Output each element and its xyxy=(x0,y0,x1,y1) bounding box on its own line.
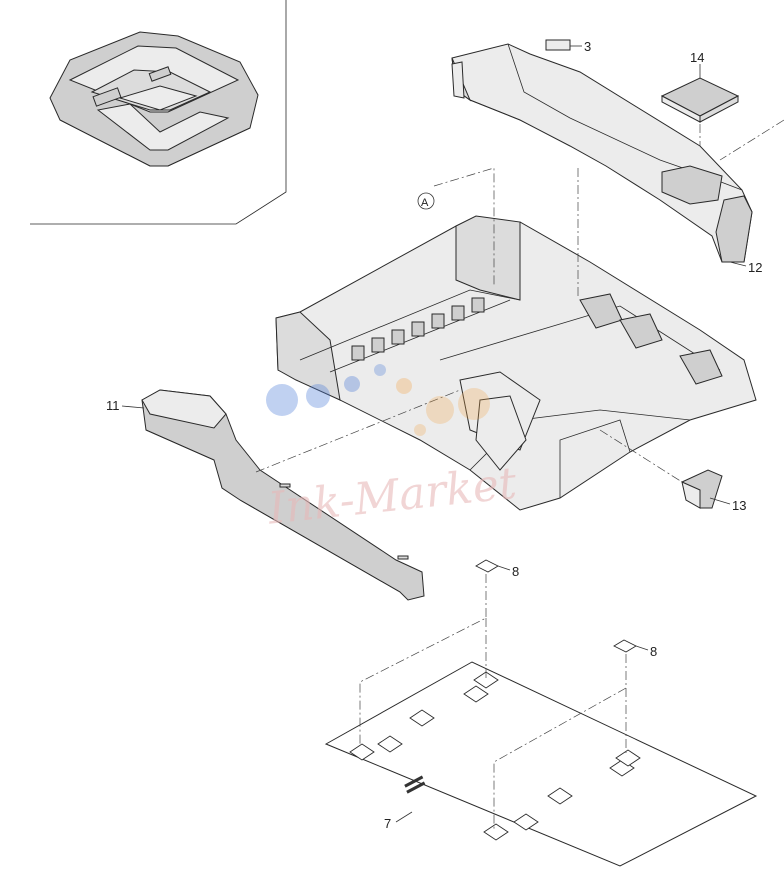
watermark-dot xyxy=(396,378,412,394)
part-12-top-cover xyxy=(451,43,753,263)
callout-11: 11 xyxy=(106,398,120,413)
watermark-dot xyxy=(426,396,454,424)
part-8-pads xyxy=(475,559,637,653)
inset-frame xyxy=(30,0,287,225)
callout-12: 12 xyxy=(748,260,762,275)
watermark-dot xyxy=(344,376,360,392)
callout-14: 14 xyxy=(690,50,704,65)
callout-8-upper: 8 xyxy=(512,564,519,579)
watermark-dot xyxy=(266,384,298,416)
callout-labels: 3 14 12 11 13 8 8 7 A xyxy=(106,39,762,831)
watermark-dot xyxy=(458,388,490,420)
watermark-dot xyxy=(374,364,386,376)
main-tray-assembly xyxy=(275,215,757,511)
callout-8-lower: 8 xyxy=(650,644,657,659)
reference-a: A xyxy=(421,197,429,209)
leader-lines xyxy=(121,45,747,823)
callout-3: 3 xyxy=(584,39,591,54)
watermark-dot xyxy=(306,384,330,408)
inset-document-feeder xyxy=(49,31,259,167)
feed-rollers xyxy=(351,297,485,361)
sheet-logo-mark xyxy=(404,775,426,794)
sheet-pads xyxy=(349,671,641,841)
assembly-lines xyxy=(255,119,784,830)
callout-13: 13 xyxy=(732,498,746,513)
part-13-bracket xyxy=(681,469,723,509)
part-3-label xyxy=(545,39,571,51)
part-7-sheet xyxy=(324,661,758,867)
watermark-text: Ink-Market xyxy=(265,458,519,535)
callout-7: 7 xyxy=(384,816,391,831)
watermark-dot xyxy=(414,424,426,436)
part-14-cover-piece xyxy=(660,77,740,123)
part-11-side-guide xyxy=(141,389,425,601)
